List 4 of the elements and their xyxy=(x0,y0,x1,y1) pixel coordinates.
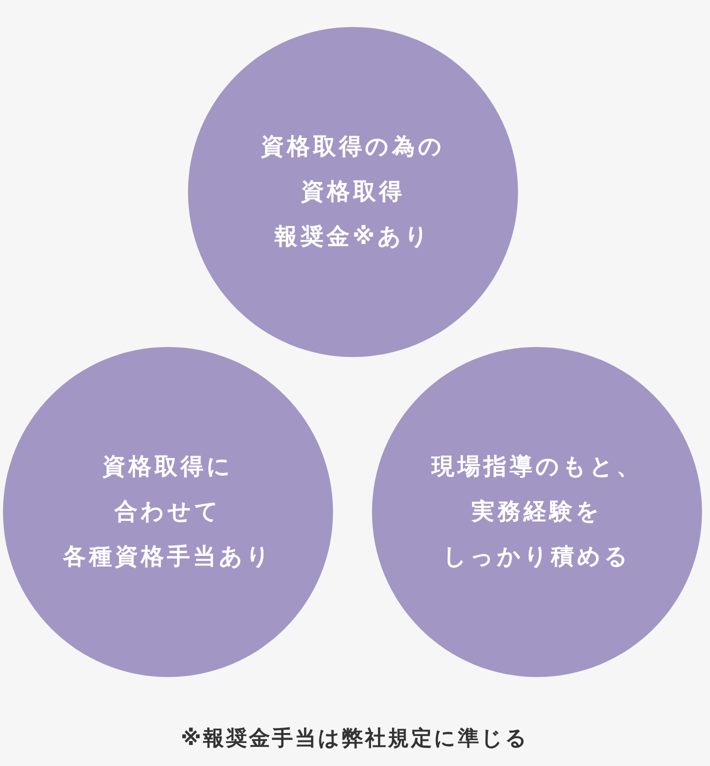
circle-text: 現場指導のもと、実務経験をしっかり積める xyxy=(432,452,642,572)
circle-text: 資格取得に合わせて各種資格手当あり xyxy=(63,452,273,572)
circle-text: 資格取得の為の資格取得報奨金※あり xyxy=(261,132,445,252)
footnote: ※報奨金手当は弊社規定に準じる xyxy=(180,725,530,752)
